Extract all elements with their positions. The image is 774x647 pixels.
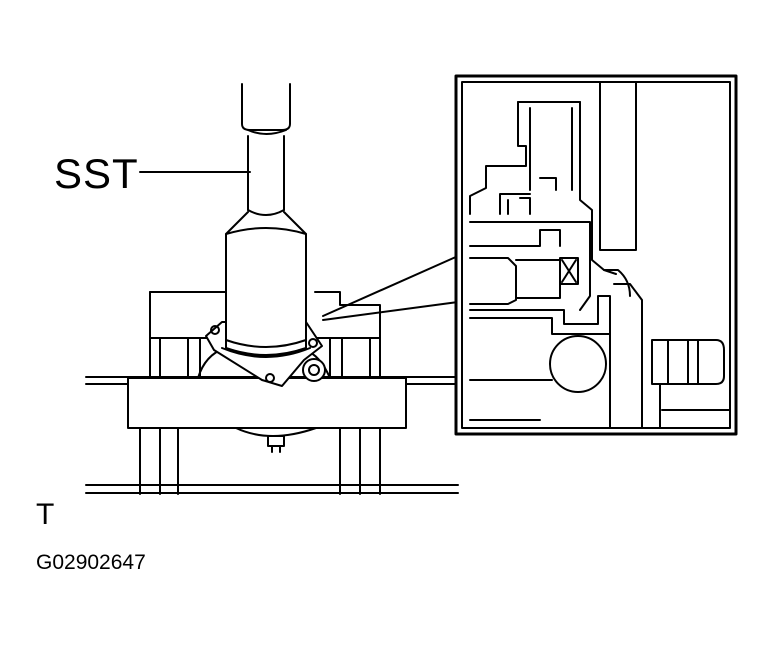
detail-inset — [456, 76, 736, 434]
transmission-case — [150, 292, 380, 378]
sst-label: SST — [54, 150, 139, 197]
press-block — [128, 378, 406, 428]
orientation-mark: T — [36, 498, 55, 531]
zoom-callout-lines — [323, 256, 458, 320]
sst-tool — [222, 84, 310, 357]
support-legs — [140, 428, 380, 494]
figure-code: G02902647 — [36, 551, 146, 574]
